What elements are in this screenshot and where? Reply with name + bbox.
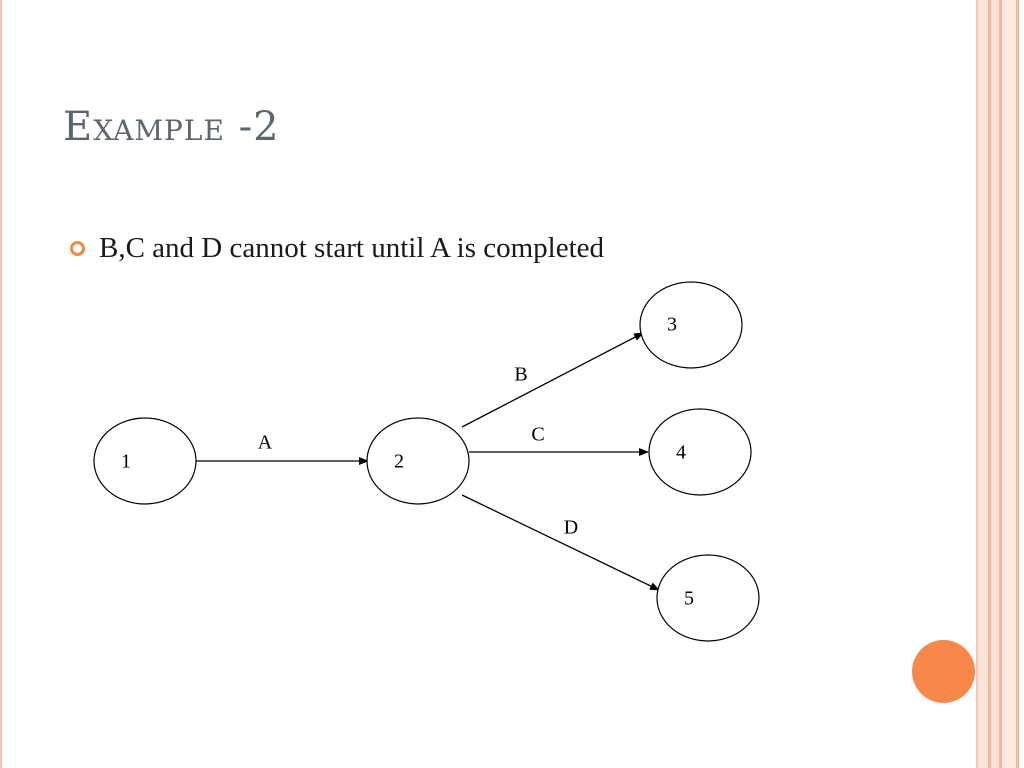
node-label-2: 2 — [394, 451, 404, 473]
right-stripe-dark — [988, 0, 991, 768]
edge-2-5-arrow — [461, 494, 660, 591]
node-label-1: 1 — [121, 451, 131, 473]
node-label-5: 5 — [684, 588, 694, 610]
edge-label-D: D — [564, 517, 578, 539]
right-stripe-light-2 — [991, 0, 999, 768]
bullet-item: B,C and D cannot start until A is comple… — [70, 232, 604, 265]
bullet-circle-icon — [70, 241, 85, 256]
node-label-3: 3 — [667, 314, 677, 336]
node-2 — [366, 417, 470, 505]
right-stripe-dark-2 — [999, 0, 1002, 768]
edge-label-B: B — [514, 364, 527, 386]
right-stripe-dark-3 — [1016, 0, 1019, 768]
slide-frame — [0, 0, 978, 768]
activity-network-diagram: A B C D 1 2 3 4 5 — [93, 281, 760, 642]
bullet-text: B,C and D cannot start until A is comple… — [99, 232, 605, 264]
node-1 — [93, 417, 197, 505]
node-4 — [648, 408, 752, 496]
edge-2-3-arrow — [461, 332, 644, 428]
right-stripe-light — [978, 0, 988, 768]
decorative-orange-circle — [912, 640, 975, 703]
right-stripe-light-3 — [1002, 0, 1016, 768]
edge-label-C: C — [531, 424, 544, 446]
slide-title: Example -2 — [63, 104, 280, 150]
edge-label-A: A — [258, 432, 273, 454]
node-3 — [639, 281, 743, 369]
node-5 — [656, 554, 760, 642]
node-label-4: 4 — [676, 442, 686, 464]
